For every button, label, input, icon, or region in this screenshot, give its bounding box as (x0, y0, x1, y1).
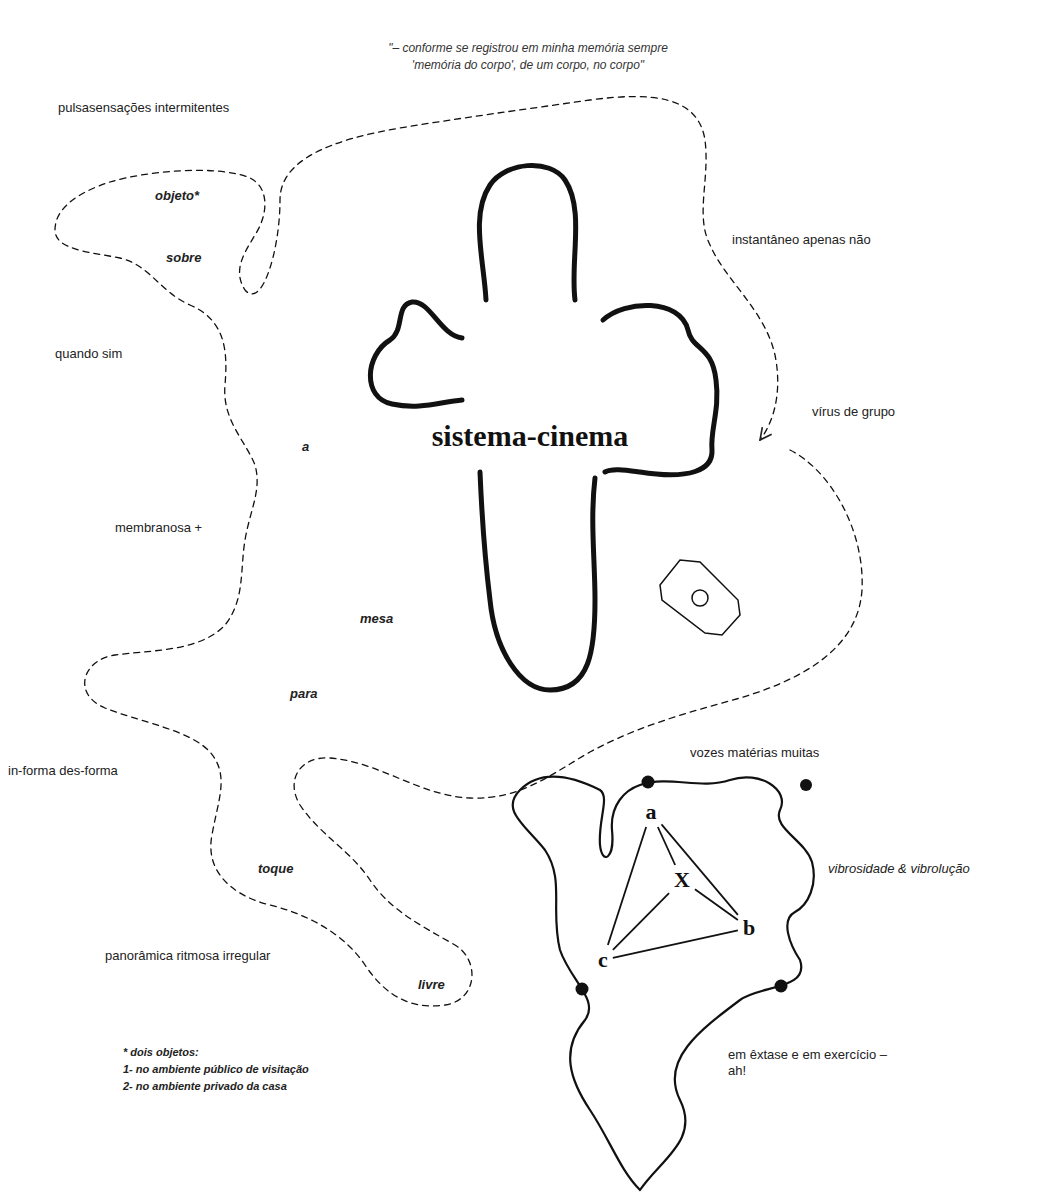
footnote: 2- no ambiente privado da casa (123, 1079, 287, 1093)
annotation-text: membranosa + (115, 520, 202, 536)
region-word: livre (418, 977, 445, 993)
annotation-text: vozes matérias muitas (690, 745, 819, 761)
annotation-text: panorâmica ritmosa irregular (105, 948, 270, 964)
dot (642, 776, 655, 789)
system-title: sistema-cinema (432, 419, 629, 453)
vertex-letter: c (598, 948, 608, 972)
connector-line (662, 824, 738, 914)
vertex-node: c (593, 945, 613, 975)
system-blob: sistema-cinema (350, 150, 740, 710)
footnote: 1- no ambiente público de visitação (123, 1062, 309, 1076)
connector-line (608, 827, 646, 945)
annotation-text: vírus de grupo (812, 404, 895, 420)
annotation-text: pulsasensações intermitentes (58, 100, 229, 116)
dot (800, 779, 812, 791)
region-word: objeto* (155, 188, 199, 204)
epigraph: "– conforme se registrou em minha memóri… (388, 40, 668, 74)
vertex-letter: X (674, 868, 690, 892)
annotation-text: quando sim (55, 346, 122, 362)
annotation-text: vibrosidade & vibrolução (828, 861, 970, 877)
vertex-node: a (641, 797, 662, 827)
vertex-letter: a (646, 800, 657, 824)
region-word: a (302, 439, 309, 455)
vertex-node: X (669, 865, 695, 895)
vertex-node: b (738, 913, 760, 943)
outline-path (479, 165, 575, 300)
connector-line (658, 827, 675, 865)
annotation-text: in-forma des-forma (8, 763, 118, 779)
triangle-blob (513, 777, 814, 1190)
region-word: mesa (360, 611, 393, 627)
footnote: * dois objetos: (123, 1045, 199, 1059)
vertex-letter: b (743, 916, 755, 940)
outline-path (480, 472, 595, 690)
outline-path (370, 302, 462, 406)
annotation-text: em êxtase e em exercício – ah! (728, 1047, 900, 1079)
camera-lens (692, 590, 708, 606)
region-word: toque (258, 861, 293, 877)
annotation-text: instantâneo apenas não (732, 232, 871, 248)
connector-line (695, 889, 738, 920)
region-word: sobre (166, 250, 201, 266)
dot (576, 983, 589, 996)
connector-line (613, 930, 738, 957)
region-word: para (290, 686, 317, 702)
dot (775, 980, 788, 993)
camera-icon (660, 560, 740, 635)
connector-line (613, 893, 669, 950)
